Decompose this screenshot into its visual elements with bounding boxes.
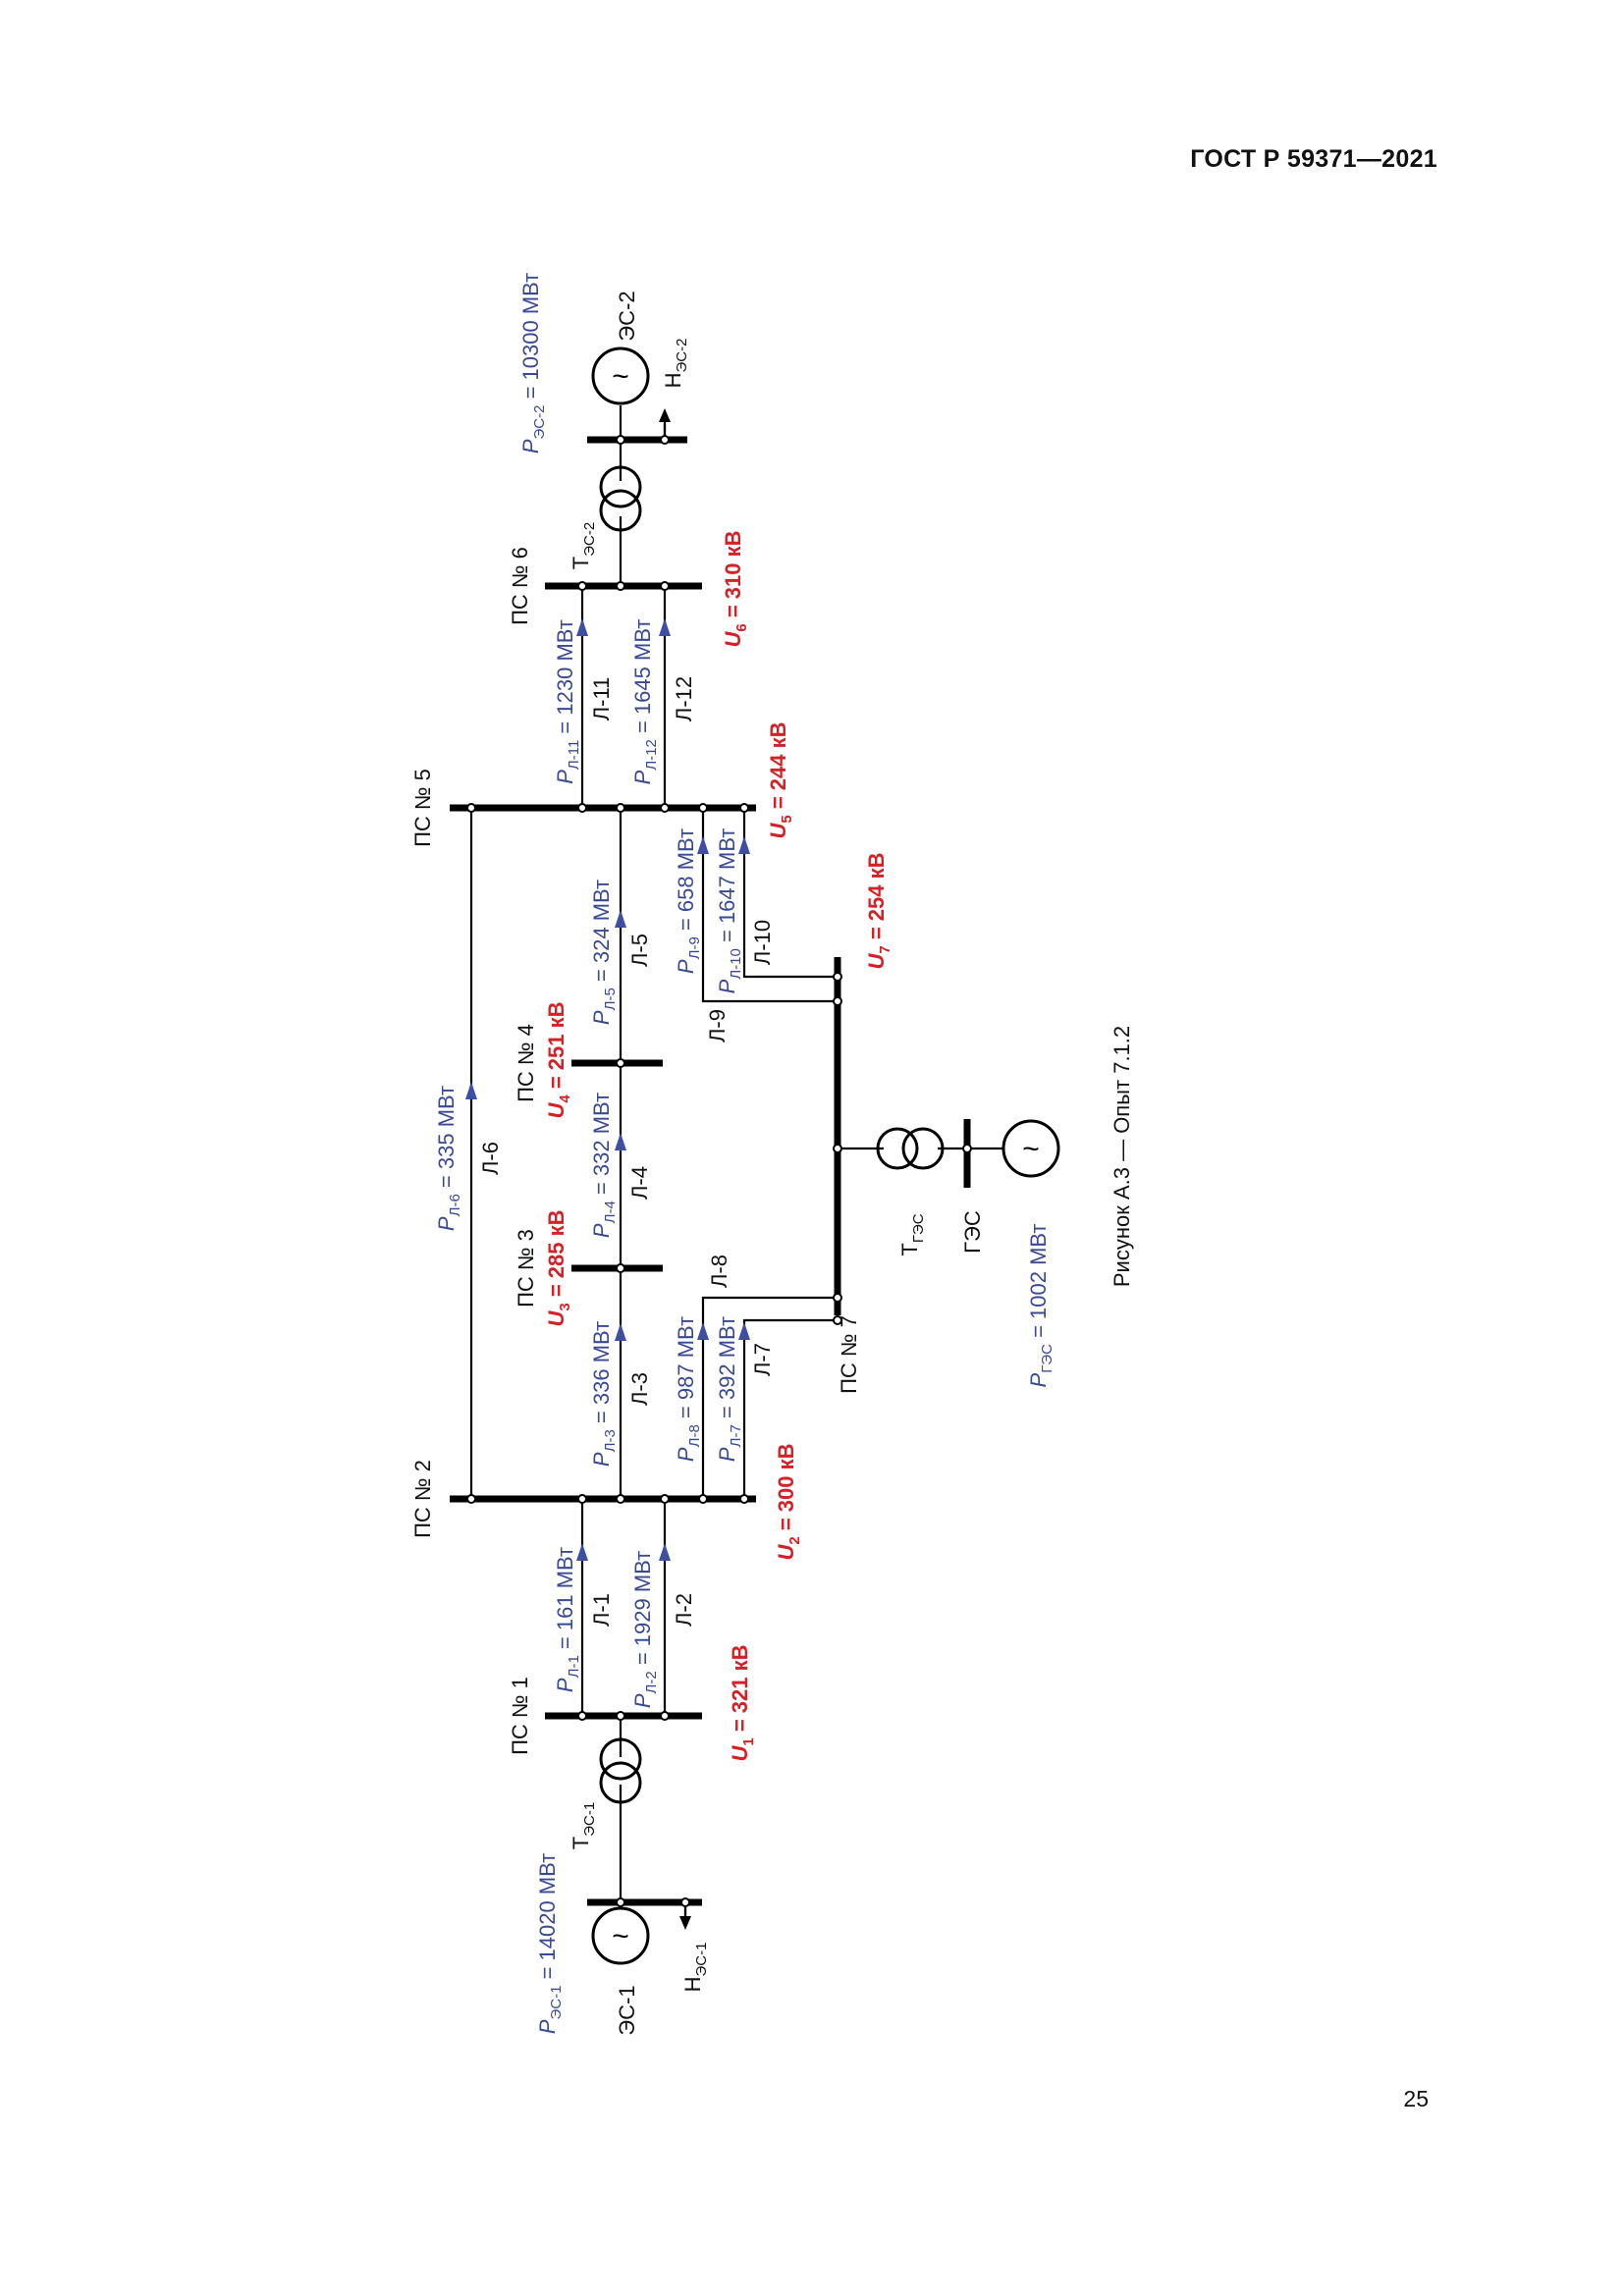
label-ps5: ПС № 5 — [410, 769, 435, 847]
label-l1: Л-1 — [589, 1593, 614, 1627]
label-es2: ЭС-2 — [615, 291, 639, 341]
label-ges: ГЭС — [960, 1210, 985, 1254]
label-l11: Л-11 — [589, 677, 614, 721]
power-es1: PЭС-1 = 14020 МВт — [535, 1853, 565, 2034]
power-l3: PЛ-3 = 336 МВт — [589, 1321, 619, 1467]
voltage-u5: U5 = 244 кВ — [766, 721, 795, 838]
generator-ges-glyph: ~ — [1022, 1133, 1040, 1165]
generator-ges-icon — [1001, 1119, 1060, 1178]
label-ps2: ПС № 2 — [410, 1460, 435, 1538]
power-l10: PЛ-10 = 1647 МВт — [715, 828, 744, 994]
label-l4: Л-4 — [627, 1166, 652, 1200]
label-ps1: ПС № 1 — [508, 1677, 532, 1755]
label-n-es2: НЭС-2 — [661, 339, 690, 389]
voltage-u7: U7 = 254 кВ — [864, 852, 893, 969]
power-l12: PЛ-12 = 1645 МВт — [630, 619, 660, 785]
connection-nodes — [466, 435, 972, 1907]
label-l2: Л-2 — [672, 1593, 696, 1627]
figure-caption: Рисунок А.3 — Опыт 7.1.2 — [1110, 1026, 1134, 1287]
transformer-ges-icon — [876, 1127, 945, 1170]
voltage-u2: U2 = 300 кВ — [774, 1443, 803, 1560]
label-t-ges: ТГЭС — [897, 1213, 927, 1255]
label-t-es2: ТЭС-2 — [568, 522, 598, 569]
label-l12: Л-12 — [672, 676, 696, 721]
generator-es1-glyph: ~ — [612, 1920, 629, 1952]
transformer-es1-icon — [599, 1737, 642, 1804]
page-number: 25 — [1403, 2086, 1429, 2111]
label-ps3: ПС № 3 — [514, 1229, 538, 1308]
voltage-u3: U3 = 285 кВ — [544, 1209, 573, 1326]
label-ps6: ПС № 6 — [508, 547, 532, 625]
voltage-u6: U6 = 310 кВ — [721, 530, 750, 647]
label-es1: ЭС-1 — [615, 1985, 639, 2035]
transformer-es2-icon — [599, 465, 642, 532]
power-l8: PЛ-8 = 987 МВт — [674, 1316, 703, 1462]
power-ges: PГЭС = 1002 МВт — [1026, 1224, 1056, 1388]
power-l7: PЛ-7 = 392 МВт — [715, 1316, 744, 1462]
generator-es2-glyph: ~ — [612, 360, 629, 393]
power-l9: PЛ-9 = 658 МВт — [674, 828, 703, 974]
label-l8: Л-8 — [707, 1255, 731, 1288]
load-arrow-es1 — [679, 1916, 691, 1930]
label-n-es1: НЭС-1 — [680, 1943, 710, 1993]
label-l7: Л-7 — [750, 1343, 775, 1376]
label-l5: Л-5 — [627, 934, 652, 967]
label-l3: Л-3 — [627, 1372, 652, 1406]
label-t-es1: ТЭС-1 — [568, 1802, 598, 1849]
power-l4: PЛ-4 = 332 МВт — [589, 1093, 619, 1238]
label-ps4: ПС № 4 — [514, 1024, 538, 1102]
document-code: ГОСТ Р 59371—2021 — [1190, 145, 1437, 173]
power-es2: PЭС-2 = 10300 МВт — [518, 273, 548, 454]
generator-es2-icon — [591, 347, 650, 405]
label-l10: Л-10 — [750, 920, 775, 965]
power-l5: PЛ-5 = 324 МВт — [589, 880, 619, 1025]
power-l2: PЛ-2 = 1929 МВт — [630, 1551, 660, 1708]
voltage-u1: U1 = 321 кВ — [728, 1644, 757, 1761]
power-l1: PЛ-1 = 161 МВт — [553, 1547, 582, 1692]
load-arrow-es2 — [659, 408, 671, 422]
label-l9: Л-9 — [705, 1009, 730, 1042]
generator-es1-icon — [591, 1906, 650, 1965]
power-l11: PЛ-11 = 1230 МВт — [553, 619, 582, 784]
label-ps7: ПС № 7 — [837, 1315, 861, 1394]
voltage-u4: U4 = 251 кВ — [544, 1001, 573, 1118]
label-l6: Л-6 — [478, 1142, 503, 1175]
power-l6: PЛ-6 = 335 МВт — [434, 1086, 463, 1231]
flow-arrows — [465, 618, 750, 1561]
